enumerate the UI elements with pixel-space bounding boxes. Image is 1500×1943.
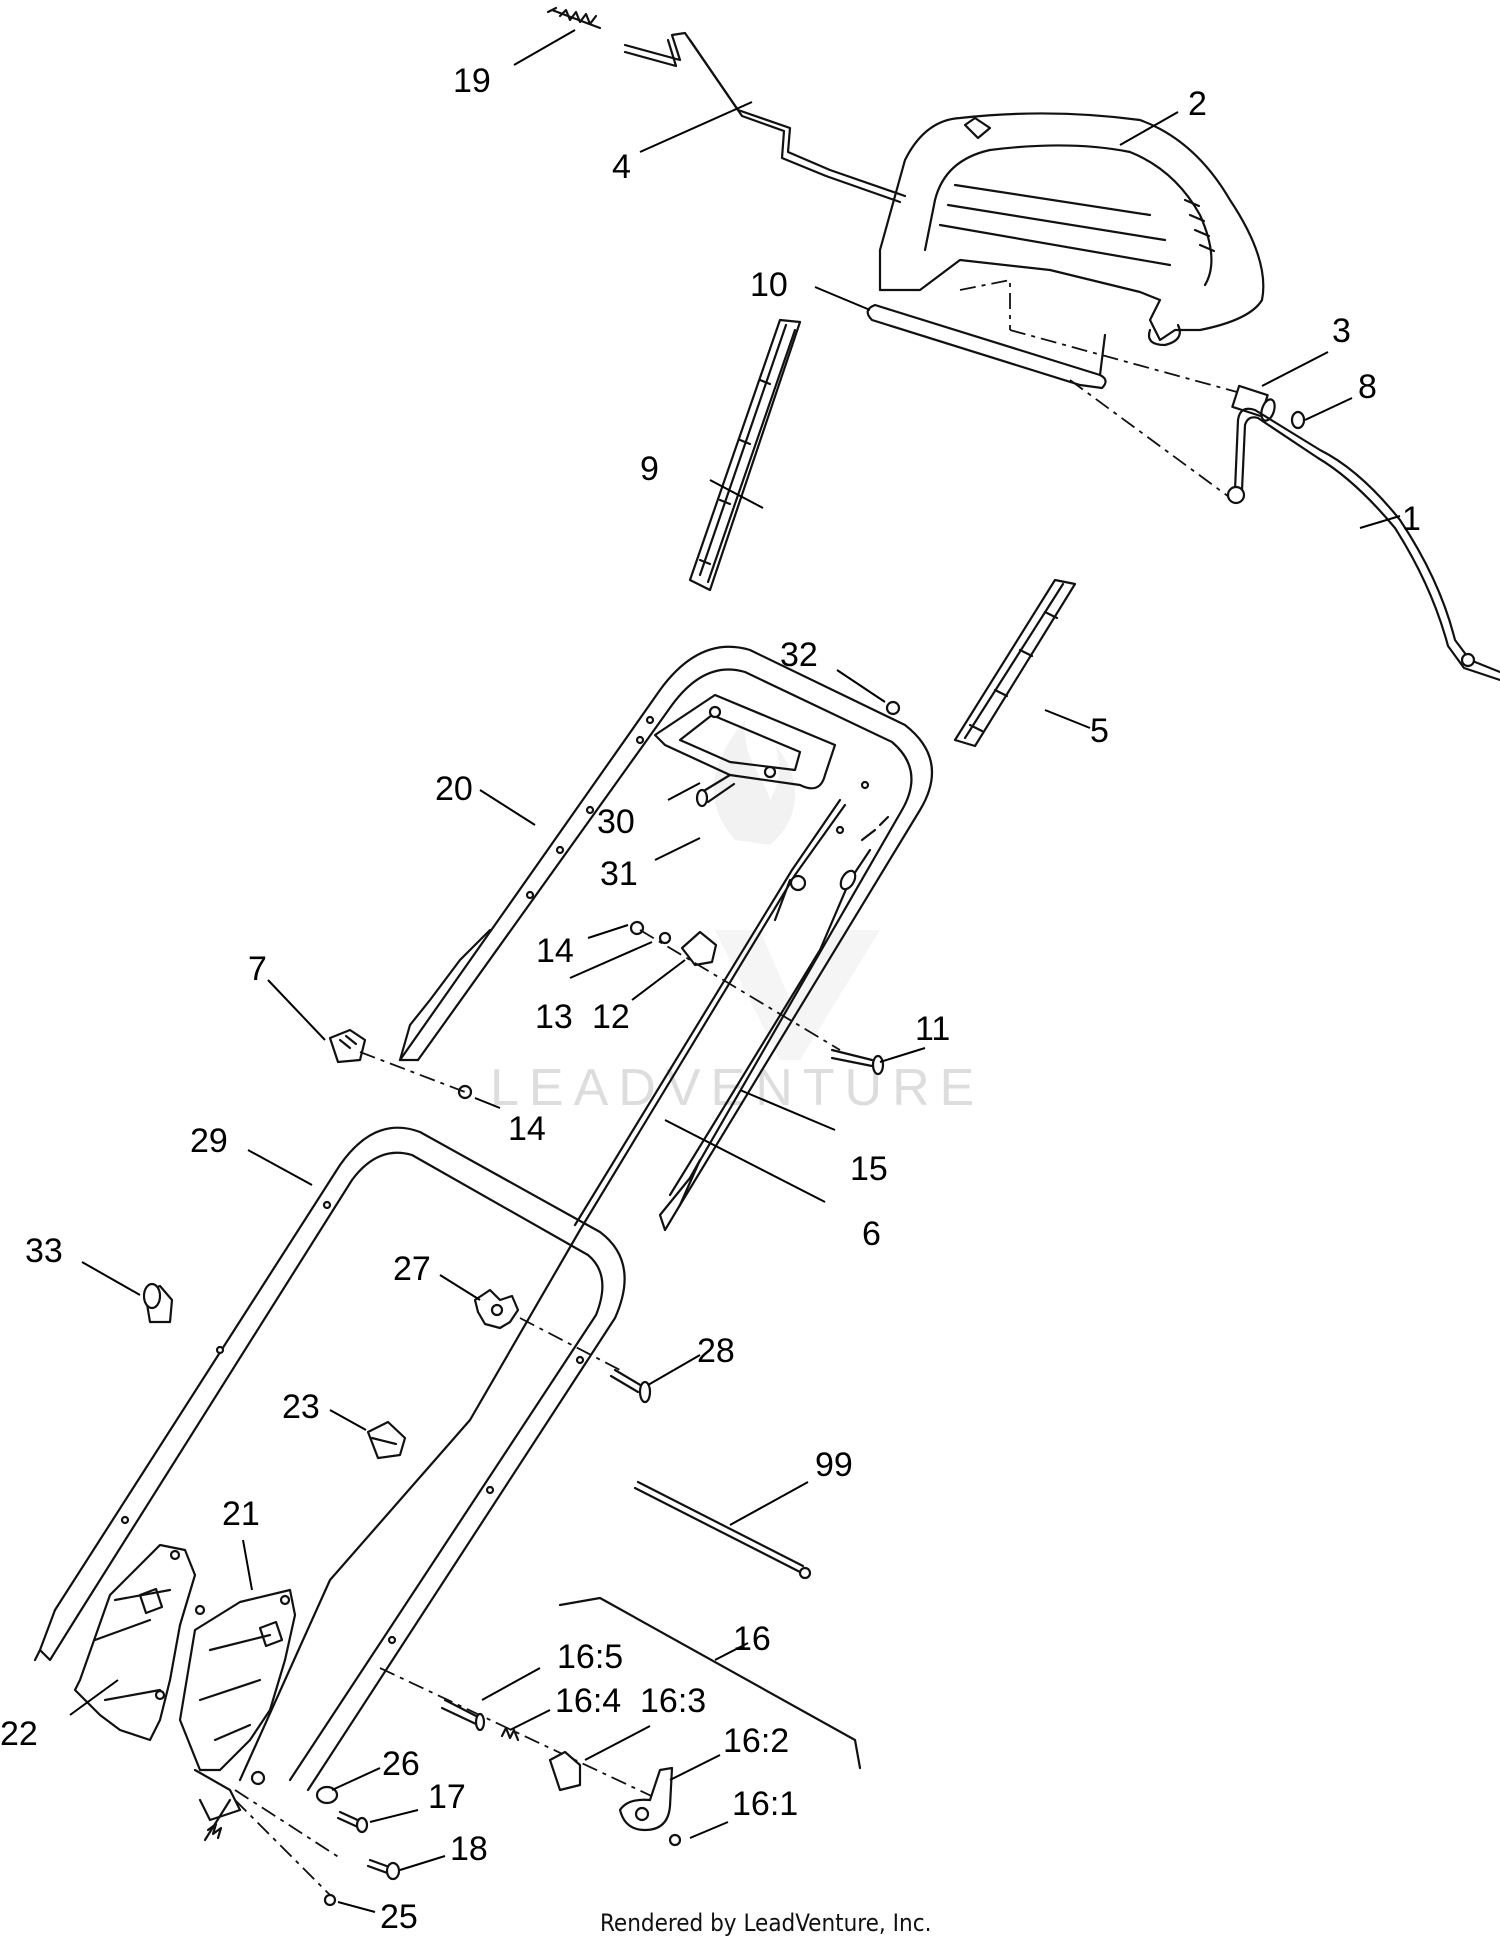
part-14-nut-lower — [457, 1084, 473, 1100]
part-22-bracket — [73, 1543, 197, 1742]
part-30-bracket — [653, 693, 837, 790]
part-21-bracket — [178, 1588, 297, 1772]
callout-32: 32 — [780, 636, 818, 674]
callout-1: 1 — [1402, 500, 1421, 538]
callout-14-upper: 14 — [536, 932, 574, 970]
callout-21: 21 — [222, 1495, 260, 1533]
part-20-middle-handle — [398, 645, 934, 1232]
part-16-4-spring — [500, 1726, 520, 1742]
assembly-line-handle — [959, 278, 1249, 396]
part-25-spring — [203, 1798, 337, 1907]
callout-5: 5 — [1090, 712, 1109, 750]
callout-12: 12 — [592, 998, 630, 1036]
part-32-nut — [885, 700, 901, 716]
callout-25: 25 — [380, 1898, 418, 1936]
callout-16: 16 — [733, 1620, 771, 1658]
callout-27: 27 — [393, 1250, 431, 1288]
part-16-2-lever — [618, 1766, 674, 1832]
callout-29: 29 — [190, 1122, 228, 1160]
part-21-mount — [193, 1768, 266, 1822]
callout-17: 17 — [428, 1778, 466, 1816]
callout-15: 15 — [850, 1150, 888, 1188]
part-1-bail-rod — [1226, 407, 1500, 682]
callout-13: 13 — [535, 998, 573, 1036]
part-13-washer — [658, 931, 672, 945]
callout-99: 99 — [815, 1446, 853, 1484]
part-28-bolt — [609, 1368, 652, 1404]
part-4-control-rod — [623, 31, 907, 204]
part-15-control-cable — [668, 815, 890, 1197]
callout-31: 31 — [600, 855, 638, 893]
assembly-line-knob-7 — [359, 1051, 466, 1093]
part-19-spring — [546, 6, 602, 30]
part-23-clip — [366, 1420, 407, 1460]
part-10-handle-grip — [866, 303, 1107, 390]
part-2-upper-handle — [878, 112, 1265, 347]
leader-lines — [69, 29, 1401, 1913]
watermark-logo — [713, 720, 880, 1060]
callout-16-3: 16:3 — [640, 1682, 706, 1720]
assembly-line-lower — [234, 1789, 341, 1859]
part-5-cable-clip — [953, 578, 1077, 748]
callout-16-1: 16:1 — [732, 1785, 798, 1823]
assembly-line-knob-27 — [519, 1317, 621, 1371]
callout-30: 30 — [597, 803, 635, 841]
part-12-cable-clip — [680, 930, 718, 967]
callout-22: 22 — [0, 1715, 38, 1753]
assembly-line-bolt-11 — [639, 929, 841, 1051]
part-14-nut-upper — [629, 920, 645, 936]
part-6-control-cable — [238, 798, 847, 1782]
callout-labels: 19 4 2 10 3 8 9 1 32 5 20 30 31 14 13 12… — [0, 62, 1421, 1936]
callout-3: 3 — [1332, 312, 1351, 350]
part-27-knob — [473, 1288, 520, 1330]
assembly-line-rod-1 — [1069, 379, 1241, 506]
part-33-cap — [142, 1282, 174, 1324]
part-8-washer — [1290, 410, 1306, 430]
callout-18: 18 — [450, 1830, 488, 1868]
part-16-bracket-line — [558, 1596, 862, 1770]
part-29-lower-handle — [33, 1126, 626, 1792]
callout-33: 33 — [25, 1232, 63, 1270]
part-16-1-nut — [668, 1833, 682, 1847]
watermark-text: LEADVENTURE — [490, 1059, 984, 1117]
part-99-cable-tie — [633, 1480, 812, 1580]
callout-16-4: 16:4 — [555, 1682, 621, 1720]
callout-14-lower: 14 — [508, 1110, 546, 1148]
part-31-bolt — [695, 773, 736, 808]
callout-28: 28 — [697, 1332, 735, 1370]
assembly-line-spring — [234, 1799, 331, 1896]
callout-6: 6 — [862, 1215, 881, 1253]
footer-credit: Rendered by LeadVenture, Inc. — [600, 1909, 931, 1937]
callout-16-5: 16:5 — [557, 1638, 623, 1676]
callout-16-2: 16:2 — [723, 1722, 789, 1760]
callout-10: 10 — [750, 266, 788, 304]
callout-7: 7 — [248, 950, 267, 988]
part-16-5-pin — [440, 1698, 486, 1732]
callout-9: 9 — [640, 450, 659, 488]
callout-4: 4 — [612, 148, 631, 186]
part-11-bolt — [830, 1048, 885, 1076]
part-18-bolt — [366, 1858, 401, 1881]
callout-11: 11 — [915, 1010, 950, 1048]
callout-23: 23 — [282, 1388, 320, 1426]
callout-20: 20 — [435, 770, 473, 808]
part-16-3-knob — [548, 1750, 582, 1792]
callout-26: 26 — [382, 1745, 420, 1783]
part-7-knob — [328, 1028, 367, 1064]
callout-8: 8 — [1358, 368, 1377, 406]
part-3-bushing — [1231, 384, 1276, 422]
callout-19: 19 — [453, 62, 491, 100]
part-26-washer — [315, 1785, 339, 1805]
part-9-cable-clip — [688, 318, 802, 592]
callout-2: 2 — [1188, 85, 1207, 123]
part-17-bolt — [336, 1810, 369, 1834]
assembly-line-part-16 — [379, 1667, 661, 1801]
